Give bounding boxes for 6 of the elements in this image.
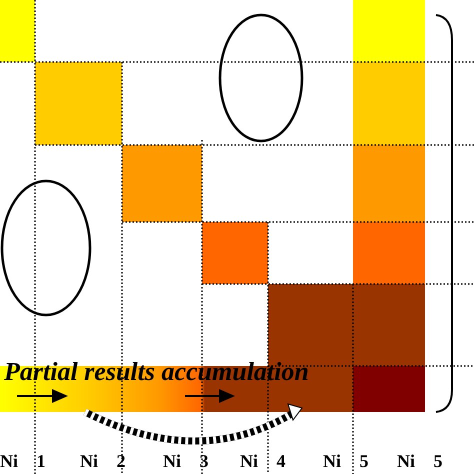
- ellipse-outline: [0, 180, 92, 316]
- column-label: Ni 4: [240, 452, 286, 470]
- column-label: Ni 1: [0, 452, 46, 470]
- ellipse-outline: [218, 14, 304, 142]
- column-label: Ni 5: [397, 452, 442, 470]
- column-label: Ni 5: [323, 452, 368, 470]
